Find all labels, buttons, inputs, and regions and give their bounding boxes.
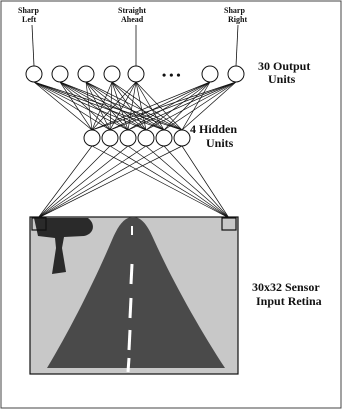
output-hidden-connection — [163, 81, 237, 131]
label-sharp-right-line1: Sharp — [224, 6, 245, 15]
pointer-sharp-left — [31, 24, 35, 67]
hidden-unit-node — [119, 129, 137, 147]
output-hidden-connection — [109, 81, 211, 131]
output-hidden-connection — [85, 81, 111, 131]
hidden-layer-label-line2: Units — [206, 136, 234, 150]
output-hidden-connection — [33, 81, 111, 131]
output-unit-node — [25, 65, 43, 83]
hidden-retina-connection — [181, 145, 230, 219]
output-hidden-connection — [109, 81, 137, 131]
hidden-retina-connection — [163, 145, 230, 219]
label-sharp-left-line1: Sharp — [18, 6, 39, 15]
output-hidden-connection — [85, 81, 147, 131]
output-hidden-connection — [85, 81, 165, 131]
roadside-tree — [34, 218, 93, 274]
hidden-retina-connection — [37, 145, 111, 219]
output-hidden-connection — [109, 81, 113, 131]
label-sharp-right-line2: Right — [228, 15, 247, 24]
retina-corner-left — [31, 217, 47, 231]
label-sharp-left-line2: Left — [22, 15, 37, 24]
output-unit-node — [77, 65, 95, 83]
output-layer-label-line1: 30 Output — [258, 59, 310, 73]
output-hidden-connection — [127, 81, 137, 131]
hidden-retina-connection — [37, 145, 93, 219]
output-hidden-connection — [91, 81, 237, 131]
output-hidden-connection — [145, 81, 237, 131]
output-hidden-connection — [33, 81, 93, 131]
hidden-layer — [83, 129, 191, 147]
hidden-retina-connection — [37, 145, 183, 219]
pointer-sharp-right — [235, 24, 239, 67]
road-surface — [47, 217, 225, 368]
output-hidden-connection — [91, 81, 113, 131]
output-unit-node — [51, 65, 69, 83]
output-layer-label-line2: Units — [268, 72, 296, 86]
output-hidden-connection — [59, 81, 111, 131]
hidden-retina-connection — [37, 145, 147, 219]
label-straight-ahead-line2: Ahead — [121, 15, 144, 24]
network-connections — [33, 81, 237, 219]
output-hidden-connection — [181, 81, 237, 131]
lane-mark — [129, 263, 134, 285]
hidden-unit-node — [101, 129, 119, 147]
hidden-retina-connection — [91, 145, 230, 219]
sensor-retina — [29, 216, 239, 375]
lane-mark — [126, 357, 131, 373]
output-hidden-connection — [91, 81, 211, 131]
hidden-unit-node — [173, 129, 191, 147]
label-straight-ahead-line1: Straight — [118, 6, 146, 15]
retina-label-line1: 30x32 Sensor — [252, 280, 320, 294]
output-hidden-connection — [111, 81, 165, 131]
output-hidden-connection — [127, 81, 211, 131]
hidden-retina-connection — [109, 145, 230, 219]
lane-mark — [128, 297, 133, 319]
output-unit-node — [227, 65, 245, 83]
hidden-retina-connection — [127, 145, 230, 219]
output-hidden-connection — [85, 81, 183, 131]
output-ellipsis: • • • — [162, 68, 181, 82]
output-hidden-connection — [135, 81, 147, 131]
hidden-layer-label-line1: 4 Hidden — [190, 122, 237, 136]
output-hidden-connection — [109, 81, 237, 131]
output-hidden-connection — [181, 81, 211, 131]
output-hidden-connection — [85, 81, 129, 131]
output-hidden-connection — [85, 81, 93, 131]
hidden-unit-node — [137, 129, 155, 147]
output-hidden-connection — [111, 81, 183, 131]
output-hidden-connection — [59, 81, 93, 131]
output-hidden-connection — [135, 81, 183, 131]
output-hidden-connection — [127, 81, 237, 131]
output-layer — [25, 65, 245, 83]
output-unit-node — [103, 65, 121, 83]
output-hidden-connection — [135, 81, 165, 131]
lane-mark — [127, 329, 132, 351]
output-hidden-connection — [91, 81, 137, 131]
output-hidden-connection — [111, 81, 129, 131]
retina-label-line2: Input Retina — [256, 294, 322, 308]
output-hidden-connection — [59, 81, 129, 131]
retina-corner-right — [221, 217, 237, 231]
hidden-retina-connection — [37, 145, 129, 219]
output-unit-node — [127, 65, 145, 83]
output-hidden-connection — [163, 81, 211, 131]
hidden-unit-node — [155, 129, 173, 147]
output-hidden-connection — [33, 81, 183, 131]
output-hidden-connection — [145, 81, 211, 131]
output-hidden-connection — [111, 81, 147, 131]
hidden-retina-connection — [37, 145, 165, 219]
hidden-unit-node — [83, 129, 101, 147]
hidden-retina-connection — [145, 145, 230, 219]
output-unit-node — [201, 65, 219, 83]
